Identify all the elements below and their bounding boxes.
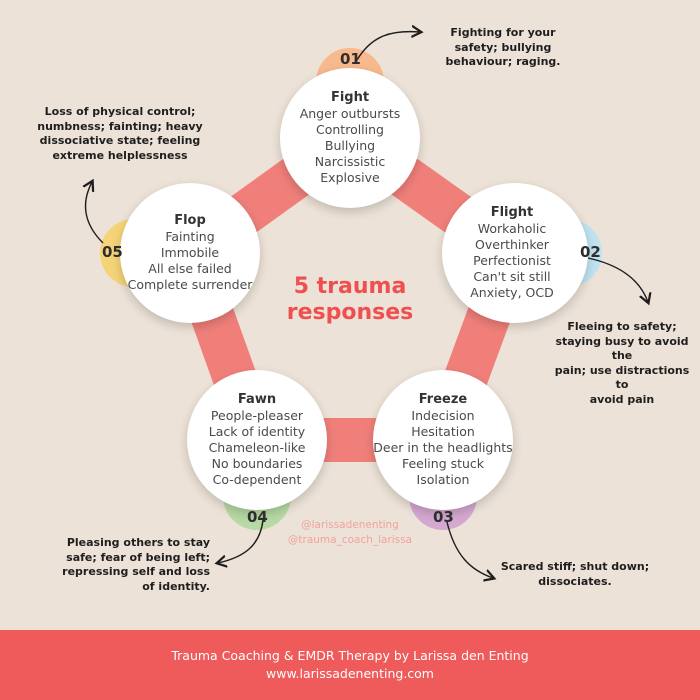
node-item: Anger outbursts <box>299 106 401 121</box>
description-line: of identity. <box>142 579 210 593</box>
description-flight: Fleeing to safety;staying busy to avoid … <box>547 320 697 407</box>
node-item: All else failed <box>148 261 232 276</box>
description-line: avoid pain <box>589 392 655 406</box>
description-flop: Loss of physical control;numbness; faint… <box>30 105 210 163</box>
node-item: Hesitation <box>411 424 475 439</box>
center-title-line-1: 5 trauma <box>293 274 407 299</box>
node-item: Controlling <box>316 122 384 137</box>
node-item: Anxiety, OCD <box>470 285 554 300</box>
footer-website[interactable]: www.larissadenenting.com <box>266 666 434 681</box>
handle-coach: @trauma_coach_larissa <box>287 534 413 546</box>
node-item: Perfectionist <box>473 253 551 268</box>
node-item: Isolation <box>416 472 470 487</box>
social-handles: @larissadenenting @trauma_coach_larissa <box>250 518 450 548</box>
center-title: 5 trauma responses <box>250 274 450 326</box>
node-item: Deer in the headlights <box>373 440 513 455</box>
description-line: repressing self and loss <box>62 565 210 578</box>
center-title-line-2: responses <box>286 300 414 325</box>
node-item: Bullying <box>324 138 376 153</box>
node-item: Lack of identity <box>208 424 306 439</box>
description-line: staying busy to avoid the <box>555 334 689 363</box>
description-line: Fighting for your <box>450 26 556 39</box>
description-freeze: Scared stiff; shut down;dissociates. <box>495 560 655 589</box>
description-line: dissociates. <box>538 574 612 588</box>
node-item: Overthinker <box>475 237 549 252</box>
arrow-fight <box>356 32 420 61</box>
badge-number-03: 03 <box>433 508 454 526</box>
description-line: numbness; fainting; heavy <box>37 119 203 133</box>
description-line: Fleeing to safety; <box>567 320 677 333</box>
description-line: Pleasing others to stay <box>66 536 210 549</box>
arrow-flight <box>587 257 648 302</box>
node-item: People-pleaser <box>210 408 304 423</box>
badge-number-04: 04 <box>247 508 268 526</box>
arrows <box>85 32 648 578</box>
badge-number-01: 01 <box>340 50 361 68</box>
node-title: Flop <box>174 213 206 228</box>
node-item: Can't sit still <box>473 269 551 284</box>
node-item: Explosive <box>320 170 380 185</box>
badge-number-02: 02 <box>580 243 601 261</box>
description-line: behaviour; raging. <box>445 55 561 68</box>
node-title: Freeze <box>418 392 468 407</box>
description-line: Loss of physical control; <box>44 105 196 118</box>
description-line: extreme helplessness <box>52 148 188 162</box>
node-item: Immobile <box>160 245 220 260</box>
node-title: Fight <box>330 90 370 105</box>
node-item: Indecision <box>411 408 475 423</box>
description-line: safety; bullying <box>454 40 552 54</box>
description-line: safe; fear of being left; <box>66 550 210 564</box>
node-item: Complete surrender <box>127 277 253 292</box>
node-item: No boundaries <box>211 456 303 471</box>
node-item: Chameleon-like <box>208 440 306 455</box>
node-item: Workaholic <box>477 221 547 236</box>
arrow-flop <box>85 182 104 244</box>
node-item: Narcissistic <box>314 154 386 169</box>
node-item: Feeling stuck <box>401 456 485 471</box>
arrow-fawn <box>218 519 264 563</box>
node-title: Fawn <box>237 392 277 407</box>
handle-instagram: @larissadenenting <box>301 519 399 531</box>
node-item: Co-dependent <box>212 472 302 487</box>
arrow-freeze <box>446 521 493 578</box>
description-line: pain; use distractions to <box>554 363 690 392</box>
footer-banner: Trauma Coaching & EMDR Therapy by Lariss… <box>0 630 700 700</box>
node-title: Flight <box>490 205 534 220</box>
description-line: dissociative state; feeling <box>39 134 201 147</box>
badge-number-05: 05 <box>102 243 123 261</box>
footer-tagline: Trauma Coaching & EMDR Therapy by Lariss… <box>171 648 529 663</box>
description-line: Scared stiff; shut down; <box>500 560 650 573</box>
node-item: Fainting <box>165 229 215 244</box>
